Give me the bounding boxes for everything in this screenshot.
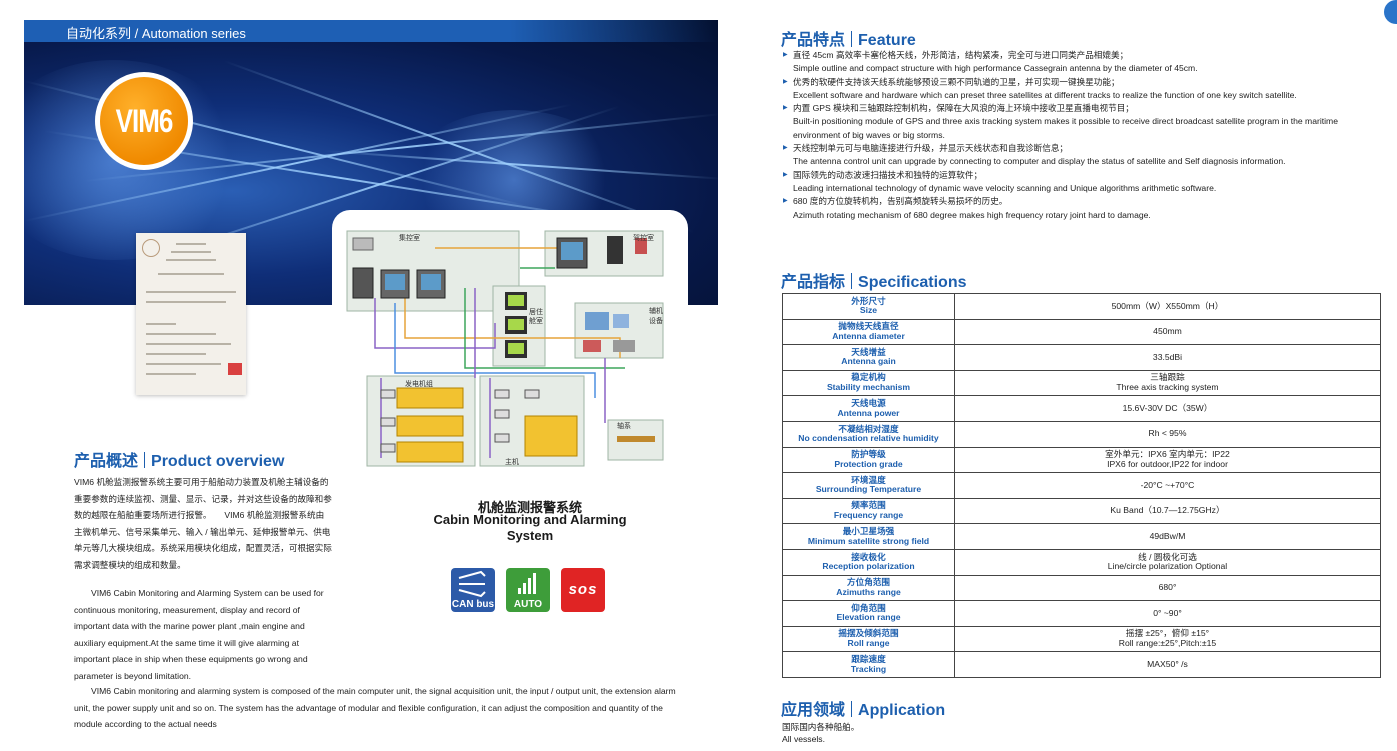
can-bus-icon: CAN bus	[451, 568, 495, 612]
badge-label: VIM6	[115, 101, 174, 140]
spec-value: 15.6V-30V DC（35W）	[954, 395, 1381, 422]
application-title: 应用领域 Application	[781, 696, 945, 720]
label-aux-equipment-2: 设备	[649, 316, 663, 325]
spec-value: Ku Band（10.7—12.75GHz）	[954, 497, 1381, 525]
application-text-cn: 国际国内各种船舶。	[782, 722, 860, 732]
spec-title-en: Specifications	[858, 274, 967, 291]
spec-value: 500mm（W）X550mm（H）	[954, 293, 1381, 320]
feature-item: 直径 45cm 高效率卡塞伦格天线，外形简洁，结构紧凑，完全可与进口同类产品相媲…	[783, 49, 1343, 76]
feature-title-en: Feature	[858, 32, 916, 49]
spec-value: MAX50° /s	[954, 651, 1381, 678]
diagram-caption-cn: 机舱监测报警系统	[477, 500, 582, 515]
label-living-cabin: 居住	[529, 307, 543, 316]
spec-title: 产品指标 Specifications	[781, 268, 967, 292]
overview-title: 产品概述 Product overview	[74, 447, 284, 471]
can-bus-label: CAN bus	[451, 599, 495, 610]
label-generator-room: 发电机组	[405, 379, 433, 388]
label-bridge: 驾控室	[633, 233, 654, 242]
spec-value: -20°C ~+70°C	[954, 472, 1381, 499]
overview-en-paragraph-2: VIM6 Cabin monitoring and alarming syste…	[74, 686, 676, 729]
overview-title-en: Product overview	[151, 453, 285, 470]
certificate-image	[136, 233, 246, 395]
overview-en-paragraph-1: VIM6 Cabin Monitoring and Alarming Syste…	[74, 588, 324, 681]
auto-label: AUTO	[513, 599, 543, 610]
corner-logo-icon	[1384, 0, 1397, 24]
feature-item: 内置 GPS 模块和三轴跟踪控制机构，保障在大风浪的海上环境中接收卫星直播电视节…	[783, 102, 1343, 142]
spec-value: 49dBw/M	[954, 523, 1381, 550]
label-control-room: 集控室	[399, 233, 420, 242]
sos-icon: sos	[561, 568, 605, 612]
spec-value: 摇摆 ±25°，俯仰 ±15°Roll range:±25°,Pitch:±15	[954, 625, 1381, 653]
auto-icon: AUTO	[506, 568, 550, 612]
system-diagram: 集控室 驾控室 居住 舱室 辅机 设备 发电机组 主机 轴系	[346, 230, 664, 467]
series-header: 自动化系列 / Automation series	[24, 20, 718, 42]
feature-item: 天线控制单元可与电脑连接进行升级，并显示天线状态和自我诊断信息；The ante…	[783, 142, 1343, 169]
spec-value: 33.5dBi	[954, 344, 1381, 371]
label-living-cabin-2: 舱室	[529, 316, 543, 325]
spec-value: 680°	[954, 574, 1381, 602]
feature-title: 产品特点 Feature	[781, 26, 916, 50]
series-label: 自动化系列 / Automation series	[66, 26, 246, 41]
label-aux-equipment: 辅机	[649, 306, 663, 315]
overview-title-cn: 产品概述	[74, 453, 139, 470]
spec-value: Rh < 95%	[954, 420, 1381, 448]
overview-cn-paragraph: VIM6 机舱监测报警系统主要可用于船舶动力装置及机舱主辅设备的重要参数的连续监…	[74, 477, 332, 570]
sos-label: sos	[568, 581, 598, 598]
label-main-engine: 主机	[505, 457, 519, 466]
feature-item: 国际领先的动态波速扫描技术和独特的运算软件；Leading internatio…	[783, 169, 1343, 196]
feature-item: 680 度的方位旋转机构，告别高频旋转头易损坏的历史。Azimuth rotat…	[783, 195, 1343, 222]
feature-item: 优秀的软硬件支持该天线系统能够预设三颗不同轨道的卫星，并可实现一键换星功能；Ex…	[783, 76, 1343, 103]
application-title-en: Application	[858, 702, 946, 719]
diagram-caption-en: Cabin Monitoring and Alarming System	[433, 512, 627, 543]
spec-title-cn: 产品指标	[781, 274, 846, 291]
application-text-en: All vessels.	[782, 734, 825, 744]
product-badge: VIM6	[100, 77, 188, 165]
feature-list: 直径 45cm 高效率卡塞伦格天线，外形简洁，结构紧凑，完全可与进口同类产品相媲…	[783, 49, 1343, 222]
spec-value: 0° ~90°	[954, 600, 1381, 627]
label-shafting: 轴系	[617, 421, 631, 430]
application-title-cn: 应用领域	[781, 702, 846, 719]
feature-title-cn: 产品特点	[781, 32, 846, 49]
spec-value: 450mm	[954, 318, 1381, 346]
